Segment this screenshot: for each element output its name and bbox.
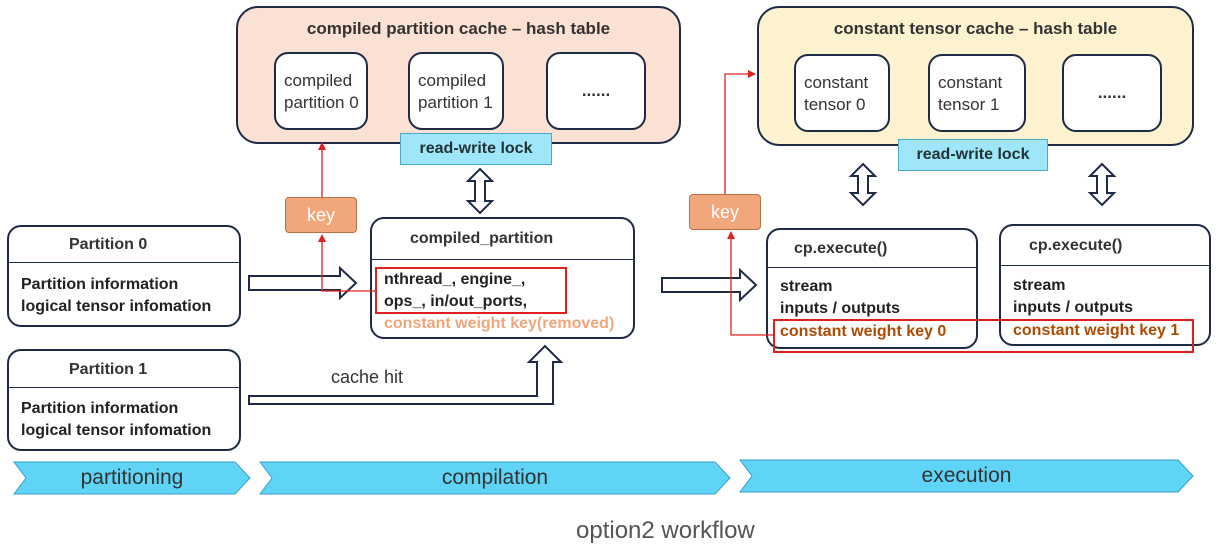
phase-partitioning-label: partitioning xyxy=(80,466,184,489)
constant-more-cell: ...... xyxy=(1062,54,1162,132)
constant-cache-lock: read-write lock xyxy=(898,139,1048,171)
compiled-partition-line-2: ops_, in/out_ports, xyxy=(384,293,528,310)
phase-compilation: compilation xyxy=(259,461,731,495)
compiled-partition-1-cell: compiled partition 1 xyxy=(408,52,504,130)
compiled-partition-removed-key: constant weight key(removed) xyxy=(384,315,615,332)
execute-0-box: cp.execute() stream inputs / outputs con… xyxy=(766,228,978,349)
compiled-partition-0-cell: compiled partition 0 xyxy=(274,52,368,130)
partition-0-divider xyxy=(9,262,239,263)
compiled-partition-cache: compiled partition cache – hash table co… xyxy=(236,6,681,144)
partition-1-line-1: Partition information xyxy=(21,400,179,417)
phase-execution-shape xyxy=(739,459,1194,493)
partition-0-line-1: Partition information xyxy=(21,276,179,293)
compiled-lock-double-arrow xyxy=(465,167,495,215)
execute-0-title: cp.execute() xyxy=(794,240,888,257)
execute-1-weight-key: constant weight key 1 xyxy=(1013,322,1180,339)
phase-compilation-label: compilation xyxy=(441,466,549,489)
constant-lock-double-arrow-1 xyxy=(848,162,878,207)
compiled-partition-divider xyxy=(372,259,633,260)
constant-tensor-0-cell: constant tensor 0 xyxy=(794,54,890,132)
partition-0-title: Partition 0 xyxy=(69,236,148,253)
execute-key-to-cache-connector xyxy=(724,70,756,194)
compiled-partition-line-1: nthread_, engine_, xyxy=(384,271,526,288)
compiled-partition-box: compiled_partition nthread_, engine_, op… xyxy=(370,217,635,339)
compiled-to-execute-arrow xyxy=(661,267,758,303)
execute-0-divider xyxy=(768,267,976,268)
partition-1-divider xyxy=(9,387,239,388)
execute-1-box: cp.execute() stream inputs / outputs con… xyxy=(999,224,1211,346)
constant-cache-title: constant tensor cache – hash table xyxy=(833,19,1118,38)
cache-hit-label: cache hit xyxy=(331,367,404,387)
partition-0-to-compiled-arrow xyxy=(248,265,358,301)
compiled-more-cell: ...... xyxy=(546,52,646,130)
compiled-cache-title: compiled partition cache – hash table xyxy=(306,19,611,38)
compiled-partition-highlight xyxy=(375,267,567,314)
partition-1-box: Partition 1 Partition information logica… xyxy=(7,349,241,451)
partition-1-line-2: logical tensor infomation xyxy=(21,422,212,439)
execute-0-line-2: inputs / outputs xyxy=(780,300,900,317)
execute-0-line-1: stream xyxy=(780,278,833,295)
execute-1-divider xyxy=(1001,265,1209,266)
phase-compilation-shape xyxy=(259,461,731,495)
phase-execution: execution xyxy=(739,459,1194,493)
compile-key-badge: key xyxy=(285,197,357,233)
phase-partitioning: partitioning xyxy=(13,461,251,495)
weight-key-highlight xyxy=(773,319,1194,353)
compiled-partition-title: compiled_partition xyxy=(410,230,554,247)
execute-1-line-1: stream xyxy=(1013,277,1066,294)
phase-partitioning-shape xyxy=(13,461,251,495)
partition-0-line-2: logical tensor infomation xyxy=(21,298,212,315)
phase-execution-label: execution xyxy=(921,464,1012,487)
execute-0-weight-key: constant weight key 0 xyxy=(780,323,947,340)
compiled-cache-lock: read-write lock xyxy=(400,133,552,165)
weight-key-to-key-connector xyxy=(727,231,773,336)
partition-0-box: Partition 0 Partition information logica… xyxy=(7,225,241,327)
partition-1-title: Partition 1 xyxy=(69,361,148,378)
constant-tensor-1-cell: constant tensor 1 xyxy=(928,54,1026,132)
compiled-info-to-key-connector xyxy=(318,234,375,292)
execute-1-line-2: inputs / outputs xyxy=(1013,299,1133,316)
execute-1-title: cp.execute() xyxy=(1029,237,1123,254)
cache-hit-arrow xyxy=(248,344,564,405)
execute-key-badge: key xyxy=(689,194,761,230)
constant-lock-double-arrow-2 xyxy=(1087,162,1117,207)
diagram-caption: option2 workflow xyxy=(576,517,755,544)
